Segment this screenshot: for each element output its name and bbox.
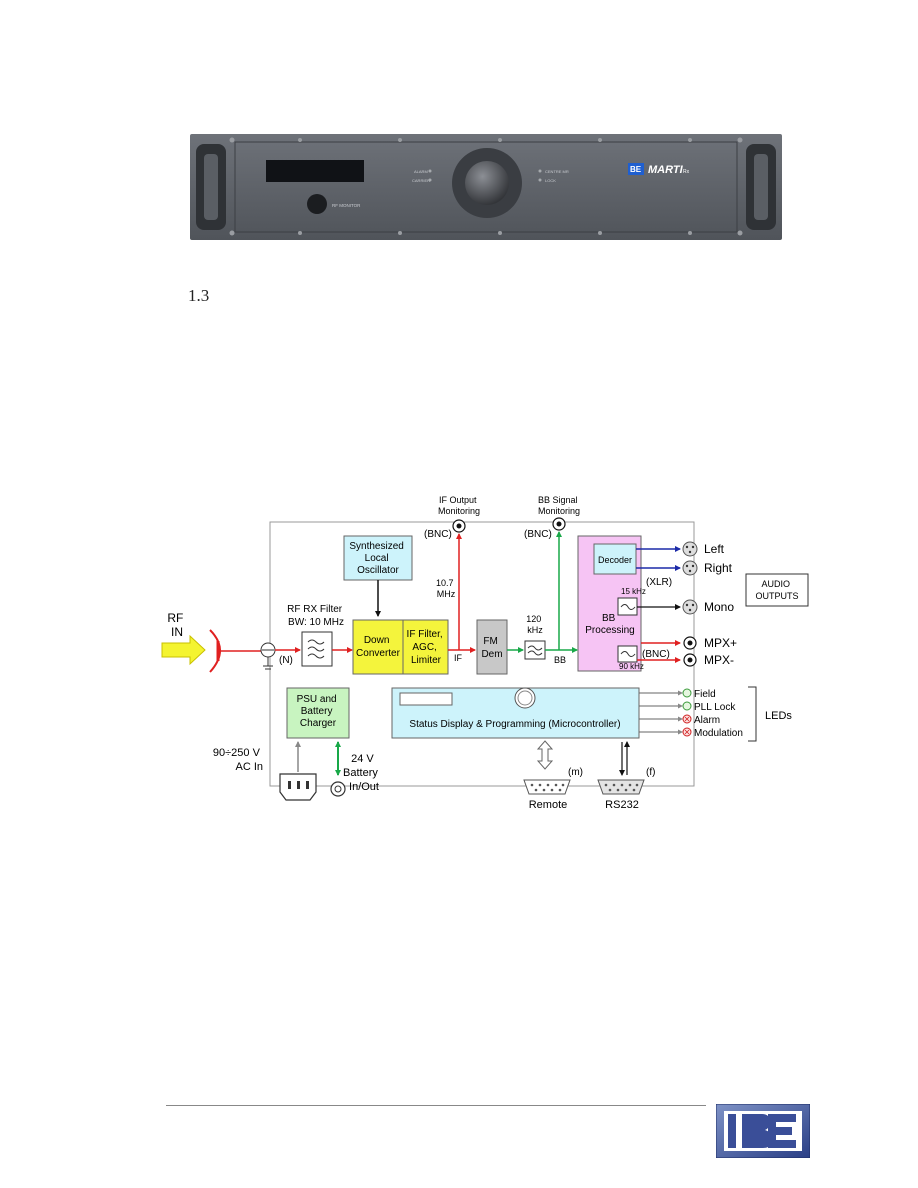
output-mono-label: Mono	[704, 600, 734, 614]
lcd-display	[266, 160, 364, 182]
bb-monitor-bnc-icon	[552, 517, 566, 531]
left-handle	[196, 144, 226, 230]
xlr-left-connector-icon	[682, 541, 698, 557]
psu-label: PSU and Battery Charger	[297, 694, 340, 729]
fm-demodulator-label: FM Dem	[481, 636, 502, 660]
down-converter-label: Down Converter	[356, 635, 401, 659]
be-logo-small	[628, 163, 644, 175]
xlr-right-connector-icon	[682, 560, 698, 576]
led-modulation-text: Modulation	[694, 728, 743, 739]
battery-label: 24 V Battery In/Out	[343, 753, 381, 793]
led-field-label: CENTRE MR	[545, 169, 569, 174]
rf-monitor-label: RF MONITOR	[332, 203, 361, 208]
be-logo	[716, 1104, 810, 1158]
down-converter-block	[352, 619, 449, 675]
mini-knob-icon	[514, 687, 536, 709]
rs232-gender-label: (f)	[646, 767, 655, 778]
led-alarm-label: ALARM	[414, 169, 428, 174]
bnc-mpx-minus-icon	[683, 653, 697, 667]
bb-monitor-label: BB Signal Monitoring	[538, 495, 580, 516]
ac-in-label: 90÷250 V AC In	[213, 747, 263, 773]
decoder-label: Decoder	[598, 555, 632, 565]
xlr-mono-connector-icon	[682, 599, 698, 615]
rf-filter-label: RF RX Filter BW: 10 MHz	[287, 604, 345, 628]
filter-15khz-icon	[617, 597, 638, 616]
filter-15khz-label: 15 kHz	[621, 587, 646, 596]
bnc-mpx-plus-icon	[683, 636, 697, 650]
rf-in-label: RF IN	[167, 611, 186, 639]
bnc-label-1: (BNC)	[424, 529, 452, 540]
leds-label: LEDs	[765, 710, 792, 722]
footer-rule	[166, 1105, 706, 1106]
rf-filter-block	[301, 631, 333, 667]
psu-block	[286, 687, 350, 739]
led-alarm-text: Alarm	[694, 715, 720, 726]
led-carrier-label: CARRIER	[412, 178, 430, 183]
audio-outputs-label: AUDIO OUTPUTS	[755, 579, 798, 601]
leds-bracket	[748, 686, 757, 742]
synth-oscillator-label: Synthesized Local Oscillator	[349, 541, 406, 576]
remote-db9-icon	[523, 779, 571, 795]
front-panel-photo: RF MONITOR ALARM CARRIER CENTRE MR LOCK …	[190, 134, 782, 240]
led-lock-label: LOCK	[545, 178, 556, 183]
if-frequency-label: 10.7 MHz	[436, 578, 456, 599]
rf-input-arrow	[161, 634, 206, 666]
status-display-label: Status Display & Programming (Microcontr…	[409, 719, 620, 730]
led-pll-icon	[682, 701, 692, 711]
right-handle	[746, 144, 776, 230]
rf-monitor-button[interactable]	[307, 194, 327, 214]
mini-lcd	[399, 692, 453, 706]
section-number: 1.3	[188, 286, 210, 305]
output-right-label: Right	[704, 561, 733, 575]
if-filter-label: IF Filter, AGC, Limiter	[407, 629, 446, 666]
bb-label: BB	[554, 655, 566, 665]
fm-demodulator-block	[476, 619, 508, 675]
n-connector-icon	[260, 642, 276, 670]
led-modulation-icon	[682, 727, 692, 737]
bb-processing-label: BB Processing	[585, 613, 634, 636]
xlr-label: (XLR)	[646, 577, 672, 588]
filter-90khz-icon	[617, 645, 638, 663]
brand-small: BE	[630, 165, 642, 174]
antenna-icon	[209, 629, 262, 673]
led-pll-text: PLL Lock	[694, 702, 736, 713]
remote-gender-label: (m)	[568, 767, 583, 778]
bnc-label-2: (BNC)	[524, 529, 552, 540]
audio-outputs-box	[745, 573, 809, 607]
if-monitor-label: IF Output Monitoring	[438, 495, 480, 516]
remote-label: Remote	[529, 799, 568, 811]
battery-connector-icon	[330, 781, 346, 797]
ac-inlet-icon	[279, 773, 317, 801]
rs232-label: RS232	[605, 799, 639, 811]
led-alarm-icon	[682, 714, 692, 724]
block-diagram: RF IN (N) RF RX Filter BW: 10 MHz Synthe…	[161, 495, 809, 811]
lowpass-filter-icon	[524, 640, 546, 660]
output-left-label: Left	[704, 542, 725, 556]
output-mpx-plus-label: MPX+	[704, 636, 737, 650]
n-connector-label: (N)	[279, 655, 293, 666]
model-suffix: Rx	[683, 169, 690, 175]
bnc-label-3: (BNC)	[642, 649, 670, 660]
led-field-text: Field	[694, 689, 716, 700]
decoder-block	[593, 543, 637, 575]
rs232-db9-icon	[597, 779, 645, 795]
control-knob[interactable]	[452, 148, 522, 218]
lpf-frequency-label: 120 kHz	[526, 614, 544, 635]
remote-bidirectional-arrow	[536, 740, 554, 770]
led-field-icon	[682, 688, 692, 698]
if-monitor-bnc-icon	[452, 519, 466, 533]
model-name: MARTI	[648, 164, 684, 176]
if-label: IF	[454, 653, 463, 663]
filter-90khz-label: 90 kHz	[619, 662, 644, 671]
output-mpx-minus-label: MPX-	[704, 653, 734, 667]
